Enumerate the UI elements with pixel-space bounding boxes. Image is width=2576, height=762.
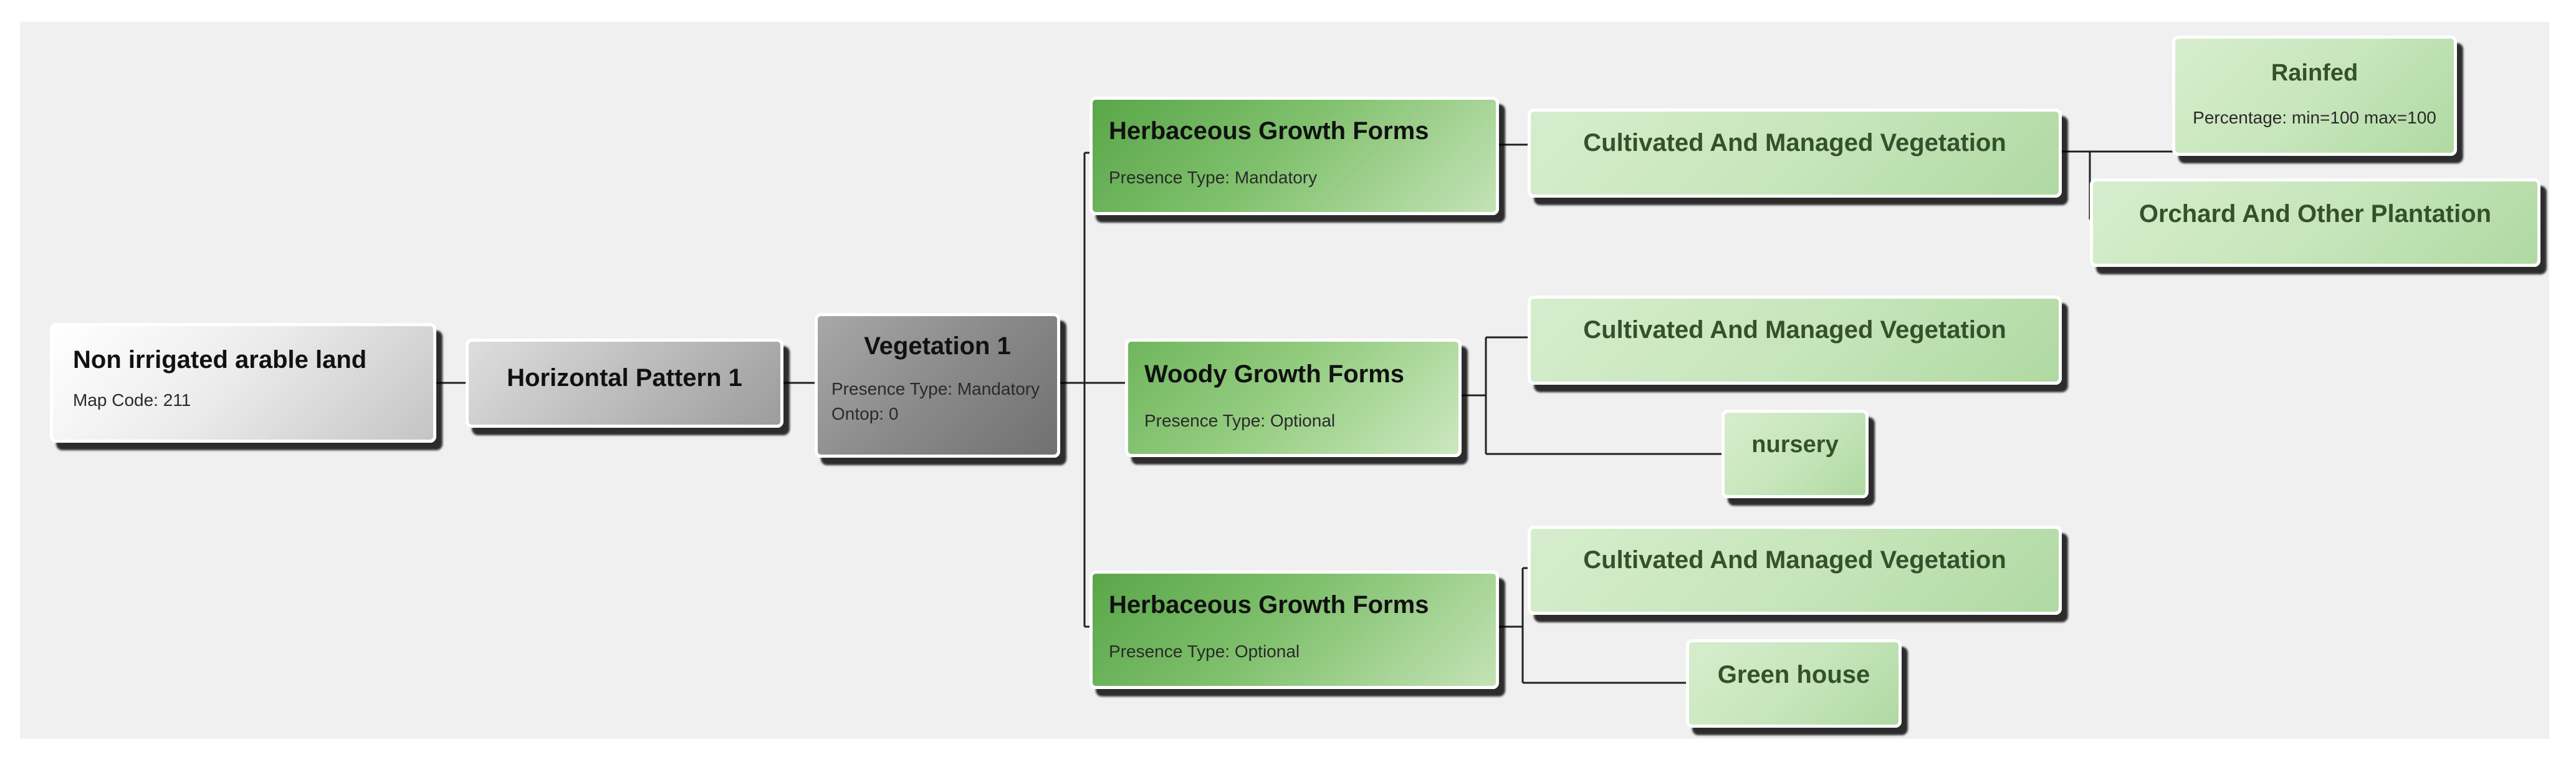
- node-title: Non irrigated arable land: [73, 346, 367, 374]
- node-rainfed[interactable]: Rainfed Percentage: min=100 max=100: [2172, 36, 2457, 156]
- node-cultivated-and-managed-vegetation-3[interactable]: Cultivated And Managed Vegetation: [1528, 526, 2062, 615]
- node-vegetation-1[interactable]: Vegetation 1 Presence Type: Mandatory On…: [815, 313, 1060, 458]
- node-detail-presence-type: Presence Type: Optional: [1109, 642, 1300, 661]
- node-title: Woody Growth Forms: [1144, 360, 1405, 388]
- node-title: Cultivated And Managed Vegetation: [1583, 546, 2006, 574]
- node-title: Green house: [1717, 661, 1870, 688]
- node-title: nursery: [1751, 432, 1839, 458]
- node-title: Orchard And Other Plantation: [2138, 200, 2492, 228]
- node-nursery[interactable]: nursery: [1721, 410, 1869, 498]
- node-detail-presence-type: Presence Type: Optional: [1144, 411, 1336, 430]
- node-horizontal-pattern-1[interactable]: Horizontal Pattern 1: [466, 339, 783, 428]
- node-detail-presence-type: Presence Type: Mandatory: [831, 379, 1040, 398]
- node-title: Herbaceous Growth Forms: [1109, 117, 1429, 145]
- node-cultivated-and-managed-vegetation-1[interactable]: Cultivated And Managed Vegetation: [1528, 109, 2062, 198]
- node-green-house[interactable]: Green house: [1686, 639, 1902, 728]
- node-orchard-and-other-plantation[interactable]: Orchard And Other Plantation: [2090, 178, 2540, 267]
- node-detail-map-code: Map Code: 211: [73, 390, 191, 410]
- node-title: Cultivated And Managed Vegetation: [1583, 316, 2006, 344]
- node-title: Vegetation 1: [864, 332, 1011, 360]
- node-detail-percentage: Percentage: min=100 max=100: [2193, 108, 2436, 127]
- node-cultivated-and-managed-vegetation-2[interactable]: Cultivated And Managed Vegetation: [1528, 296, 2062, 385]
- node-herbaceous-growth-forms-optional[interactable]: Herbaceous Growth Forms Presence Type: O…: [1089, 571, 1499, 689]
- node-title: Herbaceous Growth Forms: [1109, 591, 1429, 619]
- node-non-irrigated-arable-land[interactable]: Non irrigated arable land Map Code: 211: [50, 323, 436, 443]
- node-title: Horizontal Pattern 1: [507, 364, 742, 392]
- node-woody-growth-forms[interactable]: Woody Growth Forms Presence Type: Option…: [1125, 339, 1462, 457]
- node-detail-presence-type: Presence Type: Mandatory: [1109, 168, 1318, 187]
- node-detail-ontop: Ontop: 0: [831, 404, 899, 423]
- node-title: Cultivated And Managed Vegetation: [1583, 129, 2006, 157]
- node-herbaceous-growth-forms-mandatory[interactable]: Herbaceous Growth Forms Presence Type: M…: [1089, 97, 1499, 215]
- node-title: Rainfed: [2271, 60, 2358, 86]
